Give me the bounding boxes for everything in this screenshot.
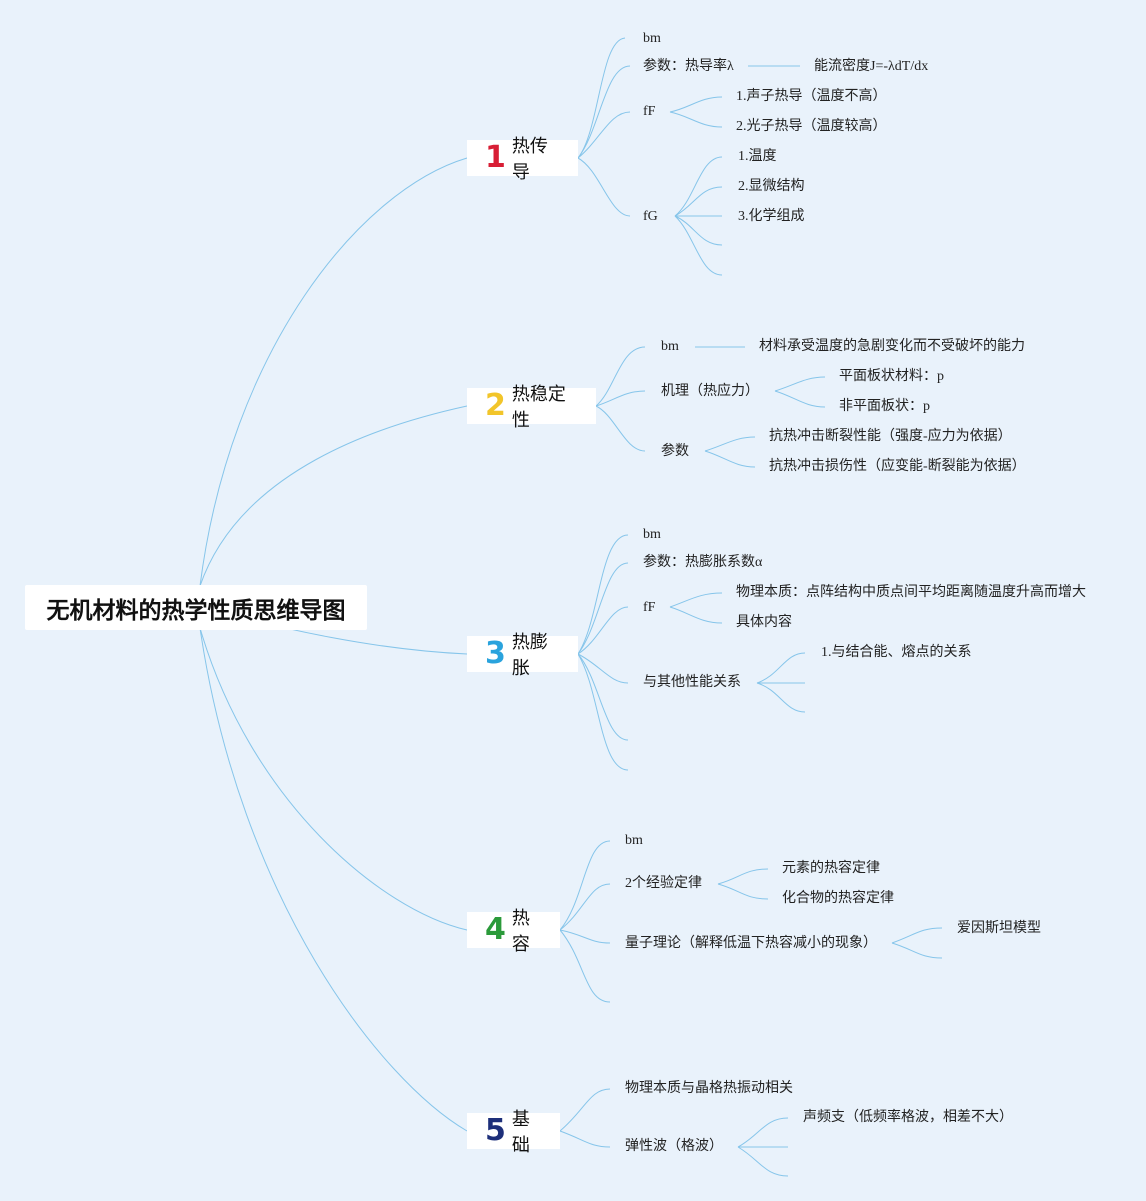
node-ff[interactable]: fF	[643, 600, 656, 615]
node-ff-item[interactable]: 物理本质：点阵结构中质点间平均距离随温度升高而增大	[736, 585, 1086, 600]
node-fg-item[interactable]: 3.化学组成	[738, 209, 805, 224]
node-bm[interactable]: bm	[661, 339, 679, 354]
node-parameter-item[interactable]: 抗热冲击断裂性能（强度-应力为依据）	[769, 429, 1012, 444]
node-law-item[interactable]: 化合物的热容定律	[782, 891, 894, 906]
node-quantum-theory[interactable]: 量子理论（解释低温下热容减小的现象）	[625, 936, 877, 951]
branch-heat-conduction[interactable]: 1 热传导	[467, 136, 578, 182]
node-ff[interactable]: fF	[643, 104, 656, 119]
node-parameter[interactable]: 参数：热膨胀系数α	[643, 555, 763, 570]
node-quantum-item[interactable]: 爱因斯坦模型	[957, 921, 1041, 936]
node-empirical-laws[interactable]: 2个经验定律	[625, 876, 702, 891]
node-bm[interactable]: bm	[643, 527, 661, 542]
branch-number-badge: 3	[485, 636, 506, 671]
branch-fundamentals[interactable]: 5 基础	[467, 1109, 560, 1155]
node-wave-item[interactable]: 声频支（低频率格波，相差不大）	[803, 1110, 1013, 1125]
branch-label: 热膨胀	[511, 632, 548, 678]
node-parameter[interactable]: 参数：热导率λ	[643, 59, 734, 74]
branch-number-badge: 4	[485, 912, 506, 947]
node-fg-item[interactable]: 1.温度	[738, 149, 777, 164]
branch-number-badge: 5	[485, 1113, 506, 1148]
node-bm[interactable]: bm	[625, 833, 643, 848]
node-parameter-item[interactable]: 抗热冲击损伤性（应变能-断裂能为依据）	[769, 459, 1026, 474]
node-mechanism-item[interactable]: 非平面板状：p	[839, 399, 930, 414]
node-fg[interactable]: fG	[643, 209, 658, 224]
node-bm-detail[interactable]: 材料承受温度的急剧变化而不受破坏的能力	[759, 339, 1025, 354]
node-relation[interactable]: 与其他性能关系	[643, 675, 741, 690]
node-mechanism[interactable]: 机理（热应力）	[661, 384, 759, 399]
branch-label: 热容	[511, 908, 530, 954]
node-parameter-detail[interactable]: 能流密度J=-λdT/dx	[814, 59, 929, 74]
root-topic[interactable]: 无机材料的热学性质思维导图	[25, 585, 367, 630]
branch-thermal-stability[interactable]: 2 热稳定性	[467, 384, 596, 430]
node-mechanism-item[interactable]: 平面板状材料：p	[839, 369, 944, 384]
node-parameter[interactable]: 参数	[661, 444, 689, 459]
node-physical-nature[interactable]: 物理本质与晶格热振动相关	[625, 1081, 793, 1096]
branch-label: 热传导	[511, 136, 548, 182]
node-ff-item[interactable]: 2.光子热导（温度较高）	[736, 119, 887, 134]
node-fg-item[interactable]: 2.显微结构	[738, 179, 805, 194]
branch-heat-capacity[interactable]: 4 热容	[467, 908, 560, 954]
branch-number-badge: 2	[485, 388, 506, 423]
branch-label: 热稳定性	[511, 384, 566, 430]
node-ff-item[interactable]: 1.声子热导（温度不高）	[736, 89, 887, 104]
node-elastic-wave[interactable]: 弹性波（格波）	[625, 1139, 723, 1154]
node-bm[interactable]: bm	[643, 31, 661, 46]
node-relation-item[interactable]: 1.与结合能、熔点的关系	[821, 645, 972, 660]
node-ff-item[interactable]: 具体内容	[736, 615, 792, 630]
node-law-item[interactable]: 元素的热容定律	[782, 861, 880, 876]
branch-number-badge: 1	[485, 140, 506, 175]
branch-thermal-expansion[interactable]: 3 热膨胀	[467, 632, 578, 678]
branch-label: 基础	[511, 1109, 530, 1155]
